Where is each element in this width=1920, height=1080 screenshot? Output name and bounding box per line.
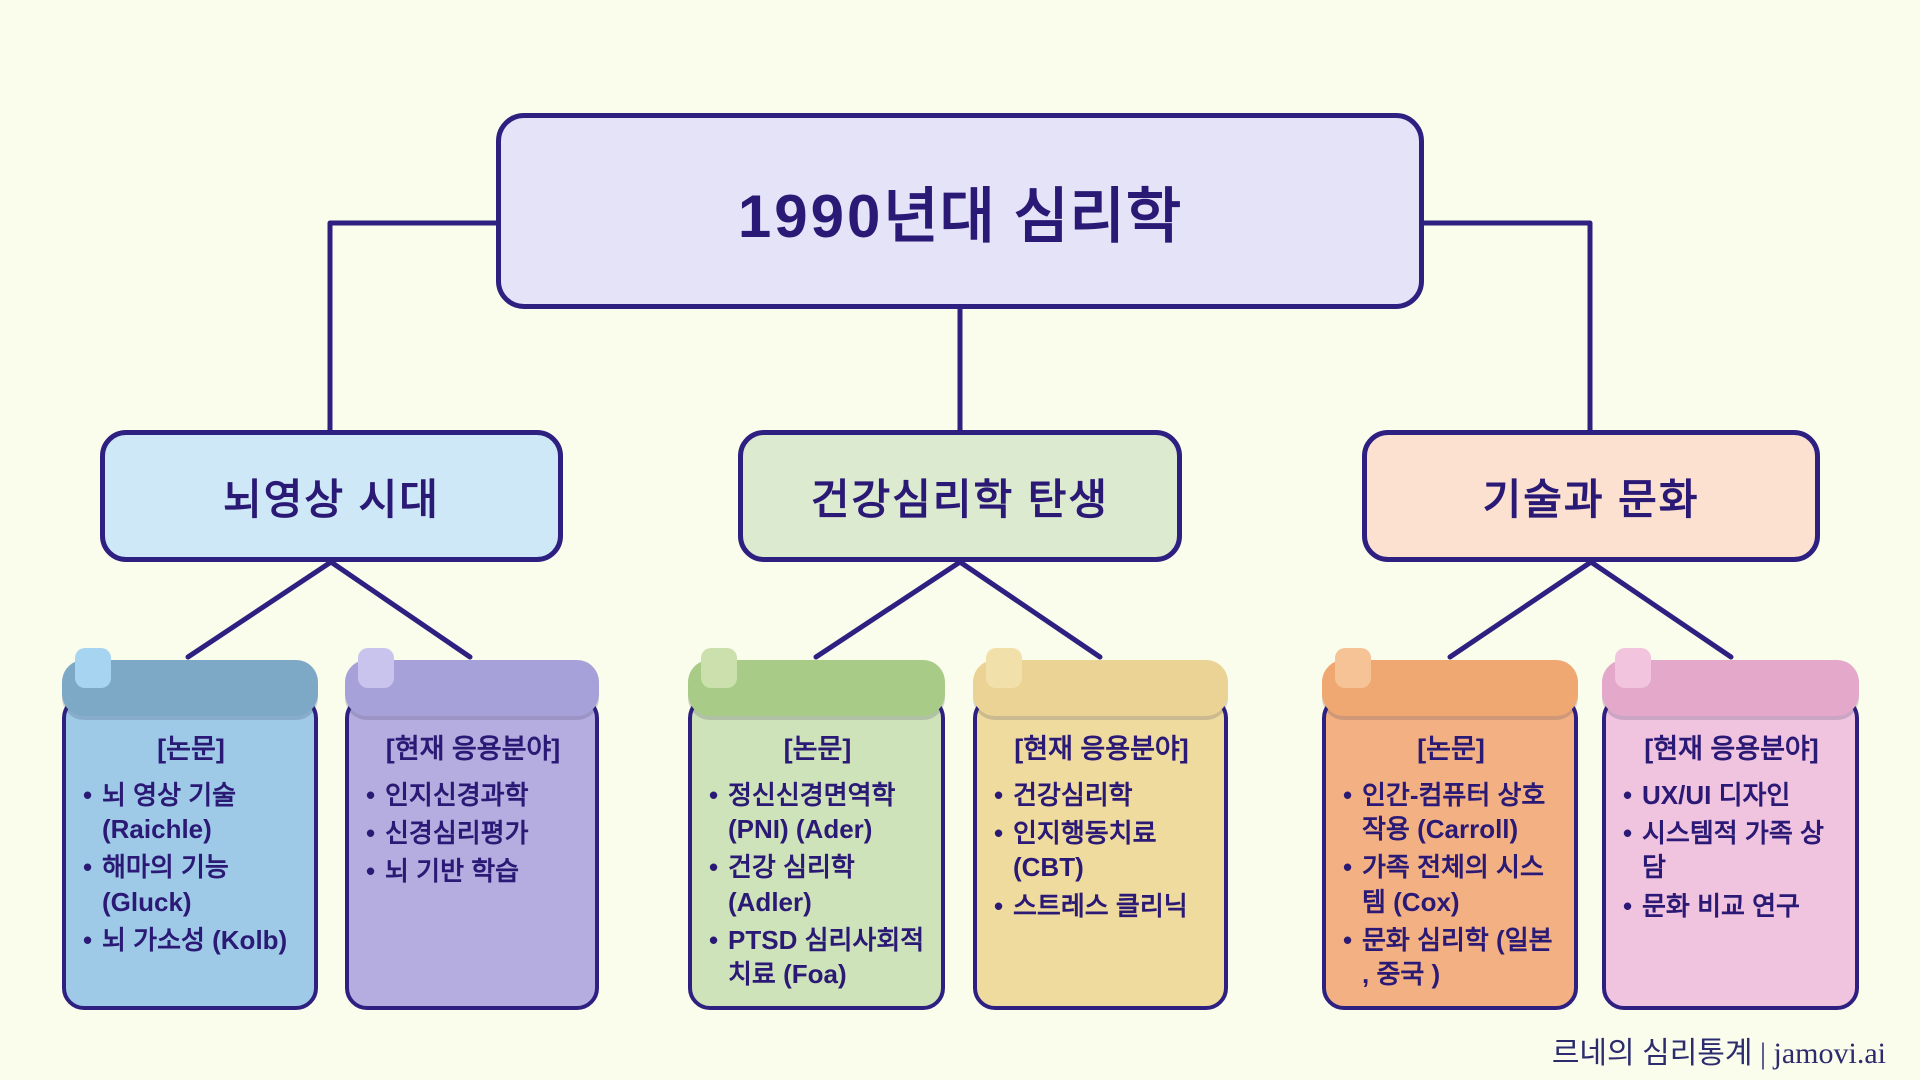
list-item: 정신신경면역학 (PNI) (Ader) [704,778,931,847]
card-item-list: 건강심리학 인지행동치료 (CBT) 스트레스 클리닉 [989,778,1214,924]
branch-title: 기술과 문화 [1482,475,1700,523]
card-health-papers: [논문] 정신신경면역학 (PNI) (Ader) 건강 심리학 (Adler)… [688,648,945,1010]
card-clip-tab [75,648,111,688]
list-item: UX/UI 디자인 [1618,778,1845,813]
card-item-list: 인지신경과학 신경심리평가 뇌 기반 학습 [361,778,585,889]
card-body: [논문] 정신신경면역학 (PNI) (Ader) 건강 심리학 (Adler)… [688,696,945,1010]
branch-node-brain-imaging: 뇌영상 시대 [100,430,563,562]
card-item-list: 인간-컴퓨터 상호작용 (Carroll) 가족 전체의 시스템 (Cox) 문… [1338,778,1564,992]
list-item: 가족 전체의 시스템 (Cox) [1338,850,1564,919]
list-item: 신경심리평가 [361,816,585,851]
list-item: 인간-컴퓨터 상호작용 (Carroll) [1338,778,1564,847]
list-item: 뇌 기반 학습 [361,854,585,889]
card-item-list: 뇌 영상 기술 (Raichle) 해마의 기능 (Gluck) 뇌 가소성 (… [78,778,304,958]
card-header-bar [688,648,945,716]
list-item: 문화 심리학 (일본 , 중국 ) [1338,923,1564,992]
card-clip-tab [358,648,394,688]
footer-credit: 르네의 심리통계 | jamovi.ai [1551,1037,1886,1070]
branch-node-health-psychology: 건강심리학 탄생 [738,430,1182,562]
card-tech-applications: [현재 응용분야] UX/UI 디자인 시스템적 가족 상담 문화 비교 연구 [1602,648,1859,1010]
card-title: [현재 응용분야] [1644,734,1819,764]
connector-health-to-cards [813,559,1103,660]
branch-title: 뇌영상 시대 [223,475,440,523]
card-title: [현재 응용분야] [385,734,561,764]
card-clip-tab [1615,648,1651,688]
card-brain-papers: [논문] 뇌 영상 기술 (Raichle) 해마의 기능 (Gluck) 뇌 … [62,648,318,1010]
card-clip-tab [1335,648,1371,688]
card-item-list: UX/UI 디자인 시스템적 가족 상담 문화 비교 연구 [1618,778,1845,924]
list-item: 해마의 기능 (Gluck) [78,850,304,919]
connector-root-to-brain-imaging [327,220,499,433]
list-item: 스트레스 클리닉 [989,889,1214,924]
root-title-numeral: 1990 [737,182,884,250]
card-health-applications: [현재 응용분야] 건강심리학 인지행동치료 (CBT) 스트레스 클리닉 [973,648,1228,1010]
list-item: 시스템적 가족 상담 [1618,816,1845,885]
list-item: PTSD 심리사회적 치료 (Foa) [704,923,931,992]
card-body: [현재 응용분야] UX/UI 디자인 시스템적 가족 상담 문화 비교 연구 [1602,696,1859,1010]
branch-node-tech-culture: 기술과 문화 [1362,430,1820,562]
root-node: 1990년대 심리학 [496,113,1424,309]
card-tech-papers: [논문] 인간-컴퓨터 상호작용 (Carroll) 가족 전체의 시스템 (C… [1322,648,1578,1010]
card-body: [현재 응용분야] 건강심리학 인지행동치료 (CBT) 스트레스 클리닉 [973,696,1228,1010]
card-title: [논문] [1417,734,1485,764]
card-title: [논문] [157,734,225,764]
card-clip-tab [701,648,737,688]
list-item: 문화 비교 연구 [1618,889,1845,924]
card-title: [논문] [783,734,852,764]
card-header-bar [62,648,318,716]
card-clip-tab [986,648,1022,688]
card-header-bar [973,648,1228,716]
card-brain-applications: [현재 응용분야] 인지신경과학 신경심리평가 뇌 기반 학습 [345,648,599,1010]
card-body: [논문] 뇌 영상 기술 (Raichle) 해마의 기능 (Gluck) 뇌 … [62,696,318,1010]
card-body: [논문] 인간-컴퓨터 상호작용 (Carroll) 가족 전체의 시스템 (C… [1322,696,1578,1010]
list-item: 인지행동치료 (CBT) [989,816,1214,885]
connector-root-to-tech-culture [1421,220,1593,433]
root-title: 1990년대 심리학 [738,168,1182,255]
list-item: 뇌 가소성 (Kolb) [78,923,304,958]
card-item-list: 정신신경면역학 (PNI) (Ader) 건강 심리학 (Adler) PTSD… [704,778,931,992]
list-item: 건강심리학 [989,778,1214,813]
card-header-bar [1322,648,1578,716]
card-header-bar [1602,648,1859,716]
branch-title: 건강심리학 탄생 [810,475,1110,523]
list-item: 뇌 영상 기술 (Raichle) [78,778,304,847]
card-title: [현재 응용분야] [1014,734,1189,764]
connector-tech-to-cards [1447,559,1734,660]
card-body: [현재 응용분야] 인지신경과학 신경심리평가 뇌 기반 학습 [345,696,599,1010]
list-item: 인지신경과학 [361,778,585,813]
list-item: 건강 심리학 (Adler) [704,850,931,919]
card-header-bar [345,648,599,716]
connector-brain-to-cards [185,559,473,660]
root-title-suffix: 년대 심리학 [883,182,1183,250]
